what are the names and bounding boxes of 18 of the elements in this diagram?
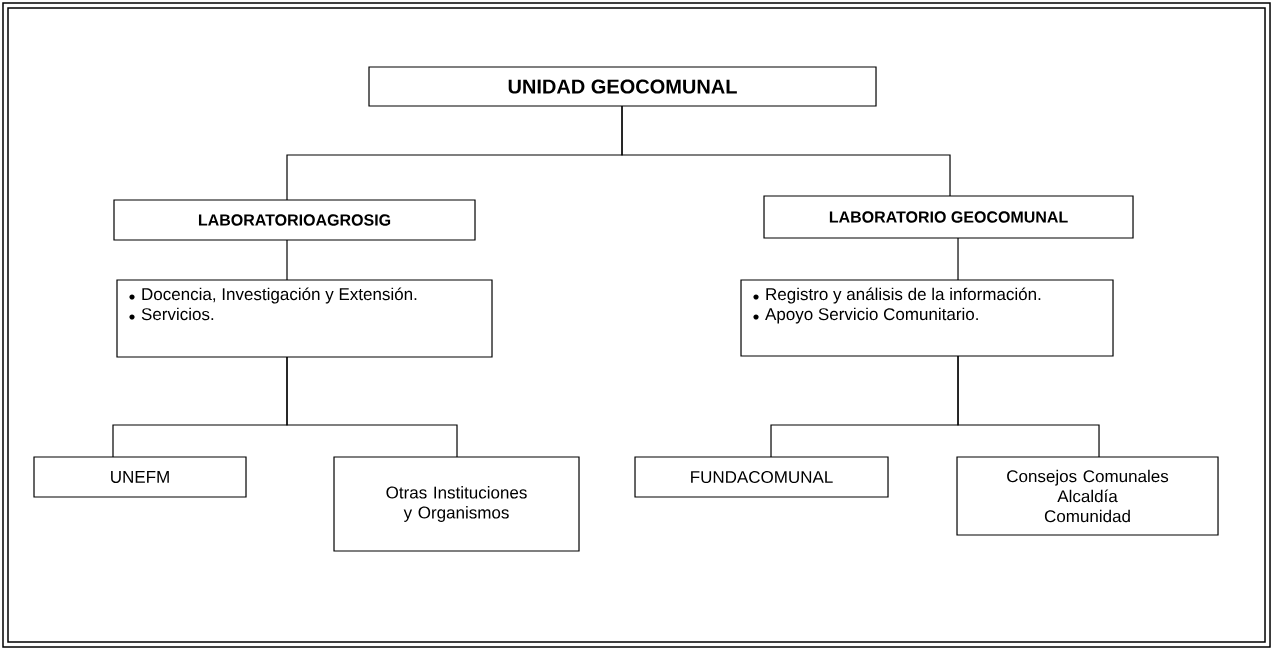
connector-line (957, 237, 959, 281)
connector-line (957, 355, 1100, 458)
entity-box: FUNDACOMUNAL (634, 456, 889, 498)
lab-box: LABORATORIOAGROSIG (113, 199, 476, 241)
entity-box: Consejos Comunales Alcaldía Comunidad (956, 456, 1219, 536)
connector-line (286, 356, 458, 458)
entity-box: UNEFM (33, 456, 247, 498)
bullet-list-box (116, 279, 493, 358)
list-item: Docencia, Investigación y Extensión. (142, 287, 417, 304)
entity-box: Otras Instituciones y Organismos (333, 456, 580, 552)
list-item: Registro y análisis de la información. (766, 287, 1041, 304)
list-item: Servicios. (141, 307, 214, 321)
lab-box: LABORATORIO GEOCOMUNAL (763, 195, 1134, 239)
connector-line (286, 239, 288, 281)
connector-line (621, 105, 951, 197)
title-box: UNIDAD GEOCOMUNAL (368, 66, 877, 107)
list-item: Apoyo Servicio Comunitario. (765, 307, 978, 324)
bullet-list-box (740, 279, 1114, 357)
